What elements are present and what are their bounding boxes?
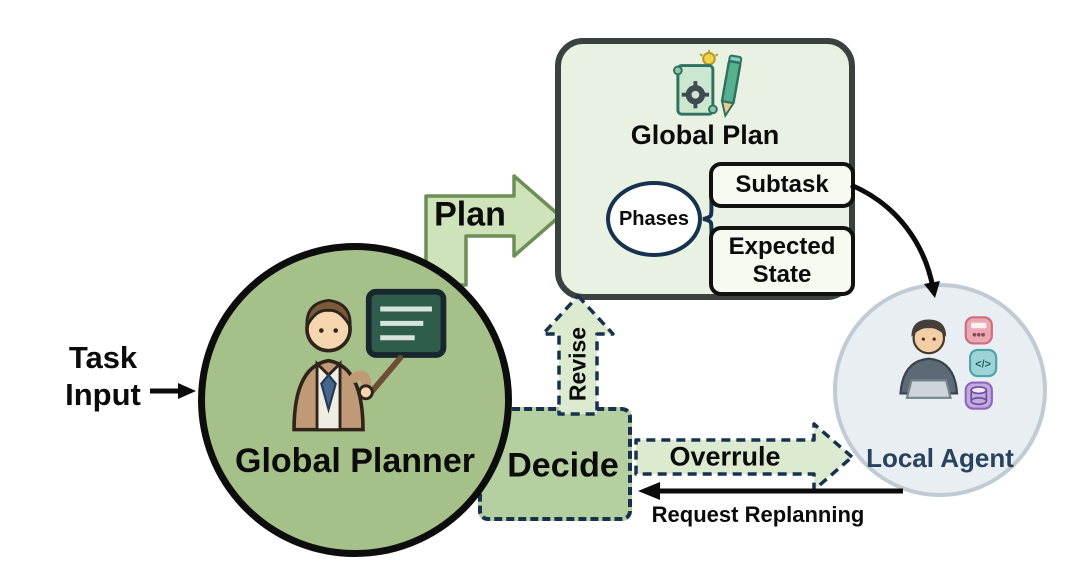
subtask-box: Subtask	[709, 162, 855, 208]
request-replanning-arrow	[638, 482, 903, 500]
task-input-label: Task Input	[48, 340, 158, 413]
phases-node: Phases	[606, 181, 702, 257]
request-replanning-label: Request Replanning	[651, 502, 865, 527]
local-agent-icon: </>	[899, 316, 998, 410]
expected-state-line1: Expected	[728, 233, 836, 261]
teacher-icon	[292, 288, 447, 432]
plan-to-agent-arrow	[850, 182, 940, 298]
global-planner-label: Global Planner	[235, 442, 475, 480]
local-agent-node: </> Local Agent	[833, 283, 1047, 497]
task-input-line1: Task	[68, 340, 138, 375]
decide-label: Decide	[507, 446, 619, 485]
overrule-edge-label: Overrule	[669, 441, 781, 472]
local-agent-label: Local Agent	[866, 443, 1014, 473]
task-input-line2: Input	[65, 376, 141, 412]
global-plan-title: Global Plan	[630, 120, 780, 150]
subtask-label: Subtask	[735, 171, 829, 199]
global-planner-node: Global Planner	[198, 243, 512, 557]
phases-label: Phases	[618, 207, 690, 230]
revise-edge-label: Revise	[564, 326, 591, 402]
global-plan-box: Global Plan Phases Subtask Expected Stat…	[555, 38, 855, 300]
plan-scroll-icon	[673, 50, 743, 119]
expected-state-line2: State	[752, 261, 812, 288]
svg-text:</>: </>	[975, 358, 991, 370]
plan-edge-label: Plan	[434, 195, 506, 234]
expected-state-box: Expected State	[709, 226, 855, 296]
